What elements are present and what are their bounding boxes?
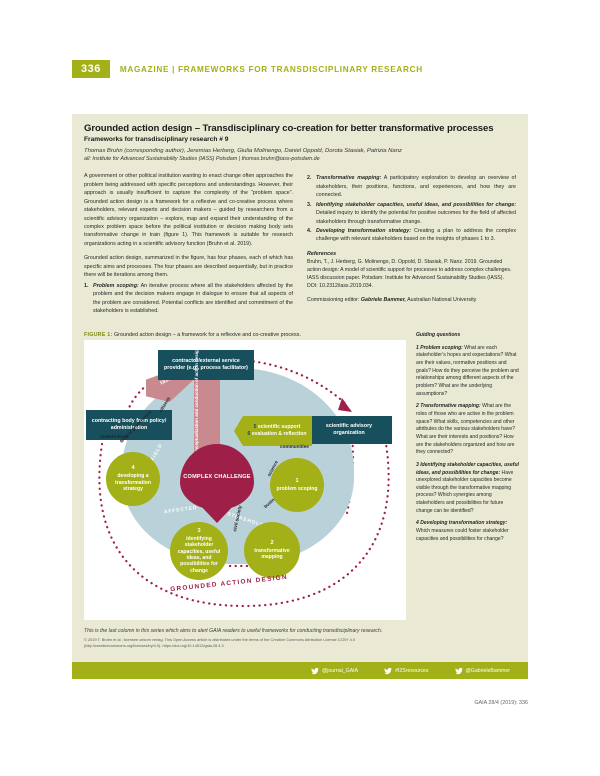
- phase-item-3: 3. Identifying stakeholder capacities, u…: [307, 201, 516, 226]
- references-heading: References: [307, 250, 337, 257]
- phase-title: Problem scoping:: [93, 282, 139, 289]
- gq-head-1: 1 Problem scoping:: [416, 344, 463, 351]
- figure-caption-text: Grounded action design – a framework for…: [113, 332, 301, 338]
- commissioning-label: Commissioning editor:: [307, 297, 360, 304]
- phase-number: 3.: [307, 201, 312, 208]
- stakeholder-word-7: communities: [280, 444, 309, 449]
- gq-text-1: What are each stakeholder’s hopes and ex…: [416, 344, 519, 397]
- arrow-head-top: [338, 398, 352, 412]
- guiding-questions-heading: Guiding questions: [416, 332, 520, 340]
- gq-text-4: Which measures could foster stakeholder …: [416, 528, 509, 542]
- guiding-question-4: 4 Developing transformation strategy: Wh…: [416, 520, 520, 543]
- phase-circle-label: identifying stakeholder capacities, usef…: [177, 535, 221, 574]
- phase-circle-1[interactable]: 1 problem scoping: [270, 458, 324, 512]
- phase-number: 4.: [307, 228, 312, 234]
- figure-caption-label: FIGURE 1:: [84, 332, 113, 338]
- text-column-right: 2. Transformative mapping: A participato…: [307, 172, 516, 315]
- series-subtitle: Frameworks for transdisciplinary researc…: [84, 136, 229, 144]
- gq-heading-text: Guiding questions: [416, 332, 461, 338]
- guiding-question-1: 1 Problem scoping: What are each stakeho…: [416, 345, 520, 399]
- scientific-support-flag[interactable]: 5 scientific support 6 evaluation & refl…: [234, 416, 312, 446]
- phase-text: A participatory exploration to develop a…: [316, 175, 516, 199]
- support-number-6: 6: [247, 431, 251, 437]
- support-number-5: 5: [253, 424, 257, 431]
- arc-top: [122, 358, 348, 430]
- social-item-1[interactable]: #I2Sresources: [384, 667, 429, 675]
- text-columns: A government or other political institut…: [84, 172, 516, 315]
- commissioning-name: Gabriele Bammer,: [360, 297, 406, 304]
- social-item-2[interactable]: @GabrieleBammer: [454, 667, 510, 675]
- bottom-folio: GAIA 28/4 (2019): 336: [474, 700, 528, 706]
- footer-note: This is the last column in this series w…: [84, 628, 414, 649]
- phase-title: Transformative mapping:: [316, 175, 382, 182]
- complex-challenge-center: COMPLEX CHALLENGE: [180, 444, 254, 510]
- paragraph-1: A government or other political institut…: [84, 173, 293, 247]
- commissioning-editor: Commissioning editor: Gabriele Bammer, A…: [307, 297, 516, 303]
- ring-word-field: FIELD: [150, 443, 165, 462]
- stakeholder-word-0: stakeholders: [100, 434, 129, 439]
- social-handle-2: @GabrieleBammer: [465, 667, 510, 674]
- arc-bottom: [98, 442, 390, 608]
- phase-item-1: 1. Problem scoping: An iterative process…: [84, 282, 293, 316]
- phase-text: Detailed inquiry to identify the potenti…: [316, 210, 516, 225]
- contracting-body-box[interactable]: contracting body from policy/ administra…: [86, 410, 172, 440]
- figure-diagram: task contracting body from policy/ admin…: [84, 340, 406, 620]
- twitter-icon: [454, 667, 463, 674]
- guiding-question-3: 3 Identifying stakeholder capacities, us…: [416, 462, 520, 516]
- text-column-left: A government or other political institut…: [84, 172, 293, 315]
- series-note: This is the last column in this series w…: [84, 628, 383, 634]
- phase-text: Creating a plan to address the complex c…: [316, 228, 516, 243]
- commissioning-affiliation: Australian National University: [407, 297, 477, 304]
- running-head: 336 MAGAZINE | FRAMEWORKS FOR TRANSDISCI…: [72, 60, 423, 79]
- gq-text-2: What are the roles of those who are acti…: [416, 403, 516, 456]
- scientific-advisory-box[interactable]: scientific advisory organization: [306, 416, 392, 444]
- contractor-box[interactable]: contractor/external service provider (e.…: [158, 350, 254, 380]
- social-handle-1: #I2Sresources: [395, 667, 429, 674]
- phase-item-4: 4. Developing transformation strategy: C…: [307, 227, 516, 244]
- phase-number: 2.: [307, 175, 312, 182]
- figure-caption: FIGURE 1: Grounded action design – a fra…: [84, 332, 301, 338]
- guiding-question-2: 2 Transformative mapping: What are the r…: [416, 403, 520, 457]
- phase-item-2: 2. Transformative mapping: A participato…: [307, 174, 516, 199]
- phase-circle-number: 1: [295, 477, 299, 484]
- paragraph-2: Grounded action design, summarized in th…: [84, 255, 293, 279]
- phase-circle-label: transformative mapping: [254, 547, 290, 560]
- author-list: Thomas Bruhn (corresponding author), Jer…: [84, 147, 402, 154]
- support-label-5: scientific support: [257, 424, 301, 431]
- twitter-icon: [311, 667, 319, 674]
- phase-number: 1.: [84, 282, 89, 289]
- gq-head-2: 2 Transformative mapping:: [416, 403, 481, 410]
- phase-circle-number: 4: [131, 465, 135, 472]
- gq-head-3: 3 Identifying stakeholder capacities, us…: [416, 461, 519, 476]
- phase-list-right: 2. Transformative mapping: A participato…: [307, 174, 516, 244]
- ring-word-affected: AFFECTED: [163, 505, 198, 516]
- twitter-icon: [384, 667, 392, 674]
- phase-text: An iterative process where all the stake…: [93, 282, 293, 314]
- phase-title: Developing transformation strategy:: [316, 228, 412, 234]
- phase-circle-number: 2: [270, 539, 274, 546]
- page-title: Grounded action design – Transdisciplina…: [84, 123, 494, 134]
- phase-circle-number: 3: [197, 527, 201, 534]
- running-head-text: MAGAZINE | FRAMEWORKS FOR TRANSDISCIPLIN…: [119, 64, 423, 74]
- phase-circle-3[interactable]: 3 identifying stakeholder capacities, us…: [170, 522, 228, 580]
- phase-circle-label: problem scoping: [276, 485, 318, 492]
- license-note: © 2019 T. Bruhn et al.; licensee oekom v…: [84, 637, 356, 648]
- social-item-0[interactable]: @journal_GAIA: [311, 667, 358, 675]
- affiliation-line: all: Institute for Advanced Sustainabili…: [84, 155, 320, 162]
- gq-text-3: Have unexplored stakeholder capacities b…: [416, 469, 514, 514]
- guiding-questions-column: Guiding questions 1 Problem scoping: Wha…: [416, 332, 520, 543]
- phase-circle-4[interactable]: 4 developing a transformation strategy: [106, 452, 160, 506]
- phase-list-left: 1. Problem scoping: An iterative process…: [84, 282, 293, 316]
- phase-circle-label: developing a transformation strategy: [115, 473, 151, 493]
- gq-head-4: 4 Developing transformation strategy:: [416, 520, 508, 527]
- social-bar: @journal_GAIA #I2Sresources @GabrieleBam…: [72, 662, 528, 679]
- social-handle-0: @journal_GAIA: [321, 667, 359, 674]
- support-label-6: evaluation & reflection: [251, 431, 307, 437]
- reference-entry: Bruhn, T., J. Herberg, G. Molinengo, D. …: [307, 258, 512, 290]
- phase-title: Identifying stakeholder capacities, usef…: [316, 201, 516, 208]
- page-folio: 336: [72, 60, 110, 79]
- phase-circle-2[interactable]: 2 transformative mapping: [244, 522, 300, 578]
